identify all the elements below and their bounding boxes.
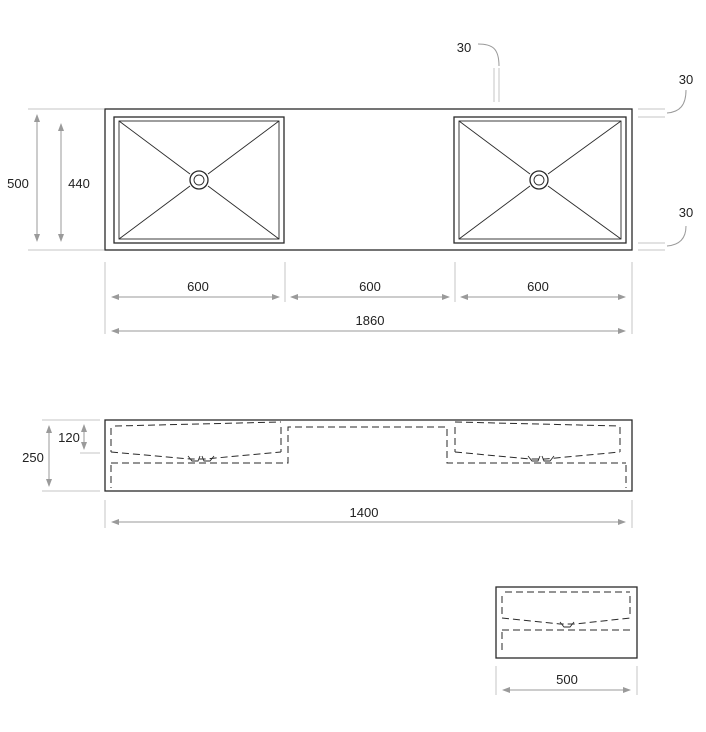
label-600-right: 600 — [527, 279, 549, 294]
front-view: 250 120 1400 — [22, 419, 633, 528]
label-30-top: 30 — [457, 40, 471, 55]
right-basin — [453, 116, 627, 244]
top-view: 500 440 30 30 30 600 600 600 1860 — [7, 40, 693, 334]
right-drain-icon — [529, 170, 549, 190]
side-view: 500 — [495, 586, 638, 695]
label-440: 440 — [68, 176, 90, 191]
left-drain-icon — [189, 170, 209, 190]
side-view-outline — [495, 586, 638, 659]
label-120: 120 — [58, 430, 80, 445]
top-view-slab-outline — [104, 108, 633, 251]
label-600-middle: 600 — [359, 279, 381, 294]
left-basin — [113, 116, 285, 244]
label-250: 250 — [22, 450, 44, 465]
label-30-right-bottom: 30 — [679, 205, 693, 220]
label-500: 500 — [7, 176, 29, 191]
label-1860: 1860 — [356, 313, 385, 328]
label-30-right-top: 30 — [679, 72, 693, 87]
label-500-side: 500 — [556, 672, 578, 687]
front-view-outline — [104, 419, 633, 492]
label-600-left: 600 — [187, 279, 209, 294]
label-1400: 1400 — [350, 505, 379, 520]
